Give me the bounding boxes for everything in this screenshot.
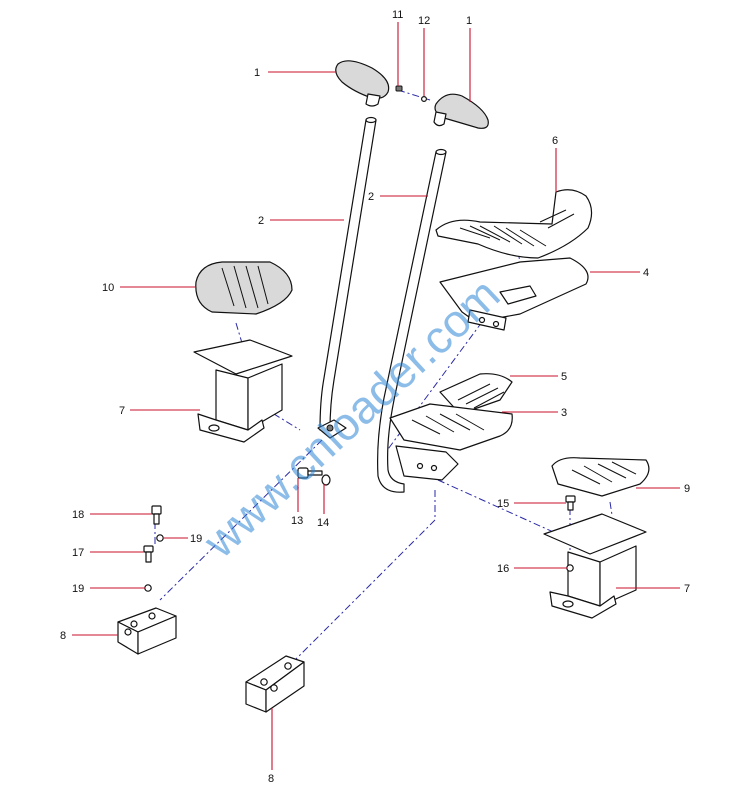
callout-18: 18: [72, 509, 84, 521]
pedal-5: [439, 373, 513, 415]
callout-12: 12: [418, 15, 430, 27]
pedal-bracket-4: [439, 257, 589, 331]
callout-19-top: 19: [190, 533, 202, 545]
screw-11: [395, 85, 403, 92]
bracket-right-7: [543, 513, 647, 619]
block-8-left: [117, 607, 177, 655]
washer-16: [566, 564, 574, 572]
callout-19-bottom: 19: [72, 583, 84, 595]
washer-19-bottom: [144, 584, 152, 592]
bolt-13: [297, 467, 323, 479]
washer-12: [421, 95, 428, 102]
callout-11: 11: [392, 9, 403, 21]
pivot-block: [317, 419, 347, 439]
callout-1-right: 1: [466, 15, 472, 27]
bracket-left-7: [193, 339, 293, 443]
knob-right: [433, 93, 489, 129]
callout-3: 3: [561, 407, 567, 419]
callout-9: 9: [684, 483, 690, 495]
callout-leaders: [72, 22, 680, 770]
bolt-17: [143, 545, 154, 563]
callout-16: 16: [497, 563, 509, 575]
bolt-15: [565, 495, 576, 511]
pad-10: [195, 261, 293, 315]
callout-14: 14: [317, 517, 329, 529]
pedal-pad-6: [435, 189, 593, 259]
callout-7-right: 7: [684, 583, 690, 595]
pad-9: [551, 457, 650, 497]
knob-left: [335, 60, 390, 107]
callout-4: 4: [643, 267, 649, 279]
callout-10: 10: [102, 282, 114, 294]
callout-6: 6: [552, 135, 558, 147]
callout-15: 15: [497, 498, 509, 510]
bolt-18: [151, 505, 162, 525]
callout-2-left: 2: [258, 215, 264, 227]
callout-8-left: 8: [60, 630, 66, 642]
callout-1-left: 1: [254, 67, 260, 79]
callout-8-bottom: 8: [268, 773, 274, 785]
callout-5: 5: [561, 371, 567, 383]
block-8-bottom: [245, 655, 305, 713]
callout-numbers: 1 1 11 12 2 2 6 4 10 5 3 7 9 13 14 15 18…: [60, 9, 690, 785]
washer-19-top: [156, 534, 164, 542]
washer-14: [321, 474, 331, 486]
callout-17: 17: [72, 547, 84, 559]
callout-7-left: 7: [119, 405, 125, 417]
callout-13: 13: [291, 515, 303, 527]
pedal-3: [389, 403, 513, 481]
rod-right: [377, 148, 447, 493]
callout-2-right: 2: [368, 191, 374, 203]
